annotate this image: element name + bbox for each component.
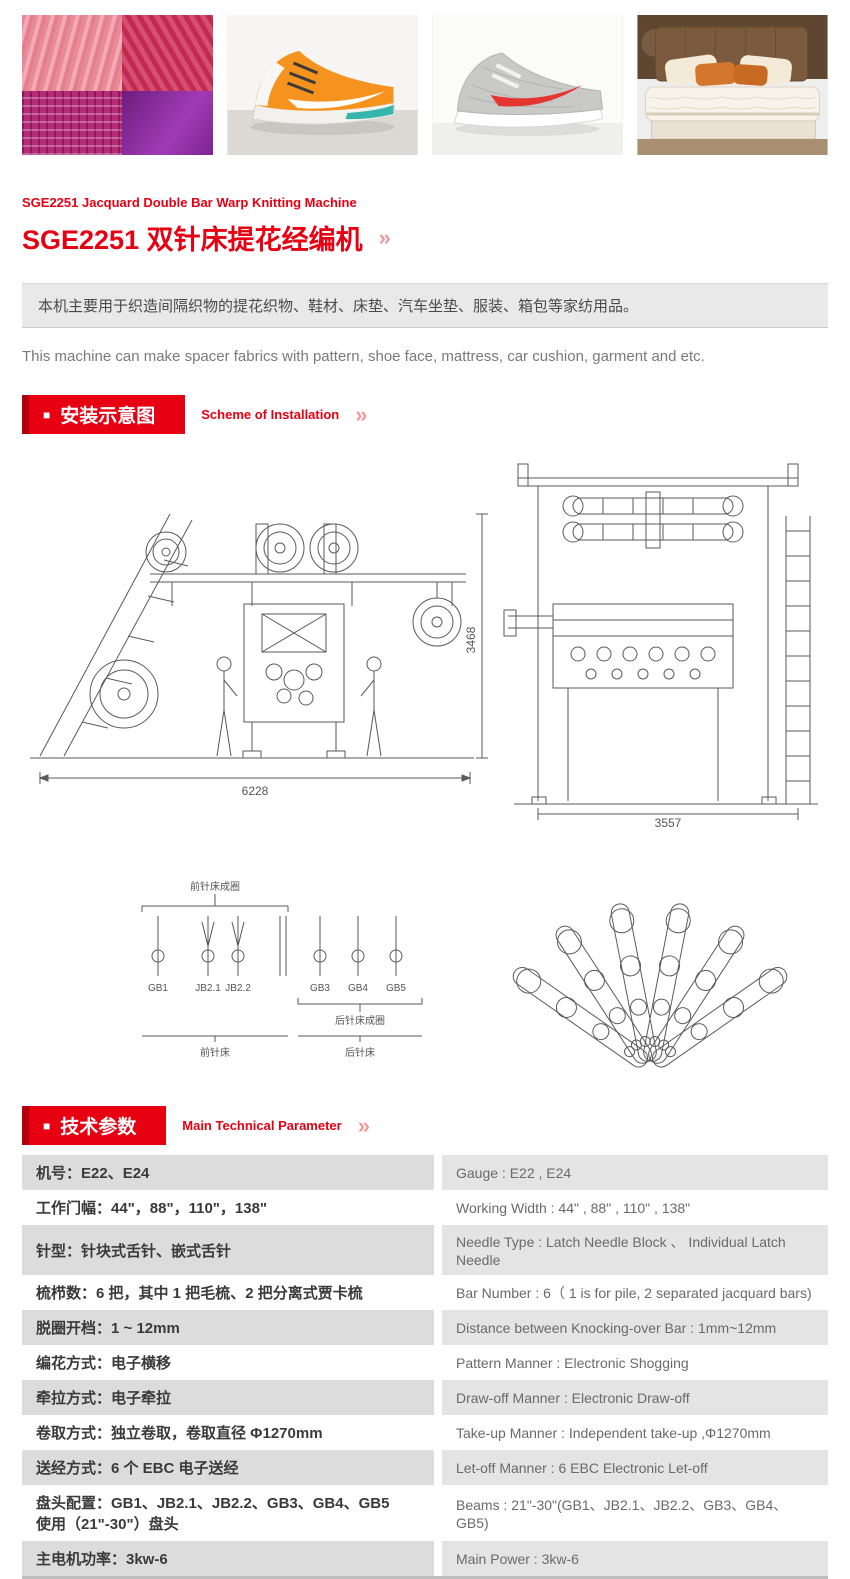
magenta-plaid-swatch	[22, 91, 123, 155]
spec-en: Main Power : 3kw-6	[442, 1541, 828, 1576]
intro-text-en: This machine can make spacer fabrics wit…	[22, 348, 705, 365]
bar-label: GB1	[148, 983, 168, 994]
parameters-section-header: ■ 技术参数 Main Technical Parameter »	[22, 1106, 828, 1145]
table-row: 工作门幅：44"，88"，110"，138" Working Width : 4…	[22, 1190, 828, 1225]
double-arrow-icon: »	[355, 401, 368, 427]
installation-section-header: ■ 安装示意图 Scheme of Installation »	[22, 395, 828, 434]
guide-bar-fan-drawing	[512, 903, 788, 1068]
spec-cn: 牵拉方式：电子牵拉	[22, 1380, 434, 1415]
bar-label: GB4	[348, 983, 368, 994]
table-row: 梳栉数：6 把，其中 1 把毛梳、2 把分离式贾卡梳 Bar Number : …	[22, 1275, 828, 1310]
front-bed-label: 前针床	[200, 1046, 230, 1059]
needle-arrangement-area: 前针床成圈 GB1 JB2.1 JB2.2	[22, 876, 828, 1076]
back-bed-label: 后针床	[345, 1046, 375, 1059]
table-row: 盘头配置：GB1、JB2.1、JB2.2、GB3、GB4、GB5 使用（21"-…	[22, 1485, 828, 1541]
installation-banner: ■ 安装示意图	[22, 395, 186, 434]
parameters-banner: ■ 技术参数	[22, 1106, 167, 1145]
bar-label: GB5	[386, 983, 406, 994]
product-title: SGE2251 双针床提花经编机 »	[22, 218, 828, 257]
spec-cn: 机号：E22、E24	[22, 1155, 434, 1190]
red-fabric-swatch	[122, 15, 213, 92]
installation-drawings: 6228 3468	[22, 456, 828, 828]
spec-table: 机号：E22、E24 Gauge : E22 , E24 工作门幅：44"，88…	[22, 1155, 828, 1579]
installation-title-en: Scheme of Installation	[201, 407, 340, 422]
spec-en: Working Width : 44" , 88" , 110" , 138"	[456, 1199, 691, 1216]
table-row: 主电机功率：3kw-6 Main Power : 3kw-6	[22, 1541, 828, 1576]
table-row: 卷取方式：独立卷取，卷取直径 Φ1270mm Take-up Manner : …	[22, 1415, 828, 1450]
spec-en: Needle Type : Latch Needle Block 、 Indiv…	[442, 1225, 828, 1275]
spec-en: Bar Number : 6（ 1 is for pile, 2 separat…	[456, 1284, 812, 1301]
double-arrow-icon: »	[357, 1112, 370, 1138]
spec-en: Take-up Manner : Independent take-up ,Φ1…	[456, 1424, 771, 1441]
product-title-cn: SGE2251 双针床提花经编机	[22, 225, 363, 255]
needle-bar-diagram: 前针床成圈 GB1 JB2.1 JB2.2	[141, 880, 423, 1059]
spec-cn: 卷取方式：独立卷取，卷取直径 Φ1270mm	[36, 1425, 323, 1442]
orange-sneaker-image	[227, 15, 418, 155]
pink-fabric-swatch	[22, 15, 123, 92]
dimension-label-front-width: 6228	[242, 784, 269, 798]
spec-cn: 主电机功率：3kw-6	[22, 1541, 434, 1576]
spec-cn: 编花方式：电子横移	[36, 1355, 172, 1372]
bar-label: JB2.2	[225, 983, 251, 994]
fabric-samples-image	[22, 15, 213, 155]
front-loop-label: 前针床成圈	[190, 880, 240, 893]
spec-cn: 针型：针块式舌针、嵌式舌针	[22, 1225, 434, 1275]
installation-title-cn: 安装示意图	[60, 406, 156, 427]
spec-en: Draw-off Manner : Electronic Draw-off	[442, 1380, 828, 1415]
table-row: 牵拉方式：电子牵拉 Draw-off Manner : Electronic D…	[22, 1380, 828, 1415]
spec-en: Beams : 21"-30"(GB1、JB2.1、JB2.2、GB3、GB4、…	[456, 1497, 788, 1531]
spec-cn: 盘头配置：GB1、JB2.1、JB2.2、GB3、GB4、GB5 使用（21"-…	[36, 1495, 390, 1533]
bar-label: GB3	[310, 983, 330, 994]
dimension-label-side-width: 3557	[655, 816, 682, 828]
back-loop-label: 后针床成圈	[335, 1014, 385, 1027]
spec-en: Distance between Knocking-over Bar : 1mm…	[442, 1310, 828, 1345]
product-subtitle-en: SGE2251 Jacquard Double Bar Warp Knittin…	[22, 195, 357, 210]
double-arrow-icon: »	[378, 224, 391, 250]
table-row: 机号：E22、E24 Gauge : E22 , E24	[22, 1155, 828, 1190]
intro-text-cn: 本机主要用于织造间隔织物的提花织物、鞋材、床垫、汽车坐垫、服装、箱包等家纺用品。	[22, 283, 828, 328]
parameters-title-en: Main Technical Parameter	[182, 1118, 342, 1133]
spec-en: Gauge : E22 , E24	[442, 1155, 828, 1190]
machine-front-elevation-drawing: 6228 3468	[30, 513, 488, 798]
table-row: 编花方式：电子横移 Pattern Manner : Electronic Sh…	[22, 1345, 828, 1380]
dimension-label-front-height: 3468	[464, 626, 478, 653]
spec-cn: 工作门幅：44"，88"，110"，138"	[36, 1200, 268, 1217]
square-bullet-icon: ■	[43, 407, 51, 422]
machine-side-elevation-drawing: 3557	[503, 463, 818, 828]
grey-knit-shoe-image	[432, 15, 623, 155]
spec-en: Let-off Manner : 6 EBC Electronic Let-of…	[442, 1450, 828, 1485]
spec-cn: 送经方式：6 个 EBC 电子送经	[22, 1450, 434, 1485]
square-bullet-icon: ■	[43, 1118, 51, 1133]
spec-en: Pattern Manner : Electronic Shogging	[456, 1354, 689, 1371]
table-row: 送经方式：6 个 EBC 电子送经 Let-off Manner : 6 EBC…	[22, 1450, 828, 1485]
purple-fabric-swatch	[122, 91, 213, 155]
spec-cn: 梳栉数：6 把，其中 1 把毛梳、2 把分离式贾卡梳	[36, 1285, 363, 1302]
table-row: 脱圈开档：1 ~ 12mm Distance between Knocking-…	[22, 1310, 828, 1345]
product-image-gallery	[22, 15, 828, 155]
parameters-title-cn: 技术参数	[60, 1117, 137, 1138]
bar-label: JB2.1	[195, 983, 221, 994]
mattress-bed-image	[637, 15, 828, 155]
spec-cn: 脱圈开档：1 ~ 12mm	[22, 1310, 434, 1345]
table-row: 针型：针块式舌针、嵌式舌针 Needle Type : Latch Needle…	[22, 1225, 828, 1275]
